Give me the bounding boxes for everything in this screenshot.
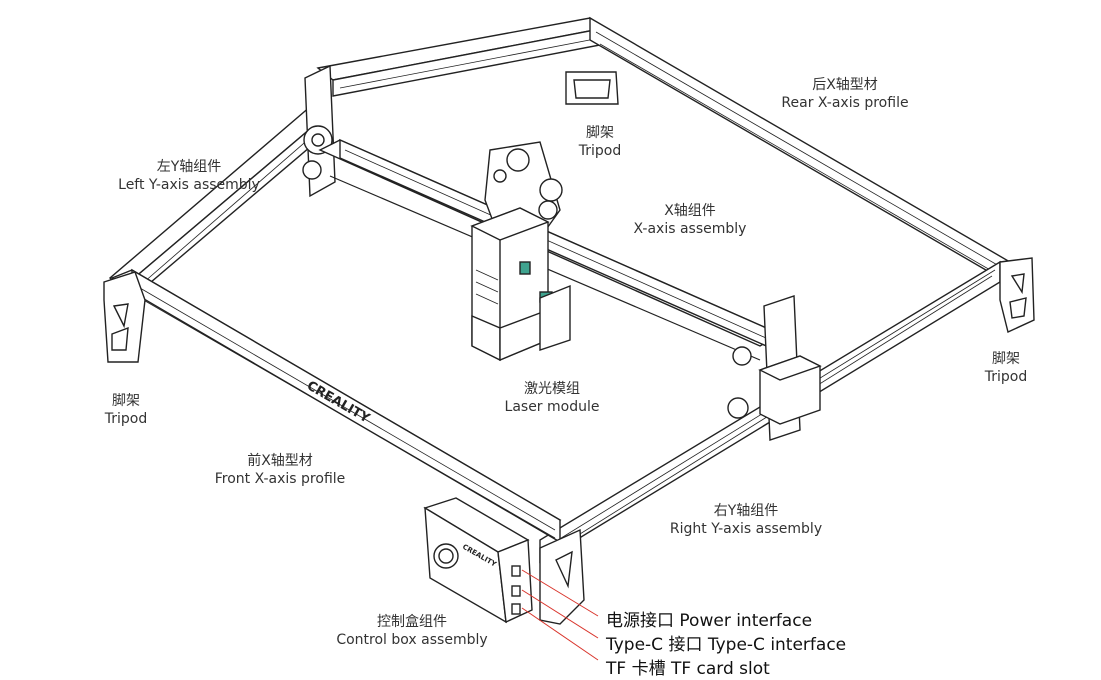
label-front-x-profile: 前X轴型材 Front X-axis profile [214, 453, 346, 487]
label-tripod-left: 脚架 Tripod [104, 393, 148, 427]
laser-module [470, 207, 571, 362]
left-y-profile [109, 99, 332, 307]
profile-logo: CREALITY [304, 378, 373, 426]
pointer-tf [521, 607, 599, 661]
x-axis-motor [727, 295, 822, 441]
control-box [423, 497, 533, 624]
tripod-rear [565, 71, 619, 105]
label-control-box: 控制盒组件 Control box assembly [336, 614, 488, 648]
right-frame [589, 16, 1011, 286]
rear-x-profile [316, 17, 607, 97]
label-rear-x-profile: 后X轴型材 Rear X-axis profile [781, 77, 909, 111]
label-tripod-top: 脚架 Tripod [578, 125, 622, 159]
pointer-power [521, 569, 599, 617]
port-typec-label: Type-C 接口 Type-C interface [606, 635, 847, 655]
left-y-plate [302, 64, 336, 198]
tripod-left [103, 271, 146, 363]
port-power-label: 电源接口 Power interface [606, 611, 813, 631]
tripod-right [999, 257, 1035, 333]
port-tf-label: TF 卡槽 TF card slot [606, 659, 770, 679]
label-tripod-right: 脚架 Tripod [984, 351, 1028, 385]
label-left-y-assembly: 左Y轴组件 Left Y-axis assembly [118, 159, 260, 193]
port-pointers [521, 569, 599, 661]
label-right-y-assembly: 右Y轴组件 Right Y-axis assembly [669, 503, 823, 537]
label-x-axis-assembly: X轴组件 X-axis assembly [633, 203, 747, 237]
front-x-profile [110, 268, 562, 544]
pointer-typec [521, 589, 599, 639]
label-laser-module: 激光模组 Laser module [504, 381, 600, 415]
